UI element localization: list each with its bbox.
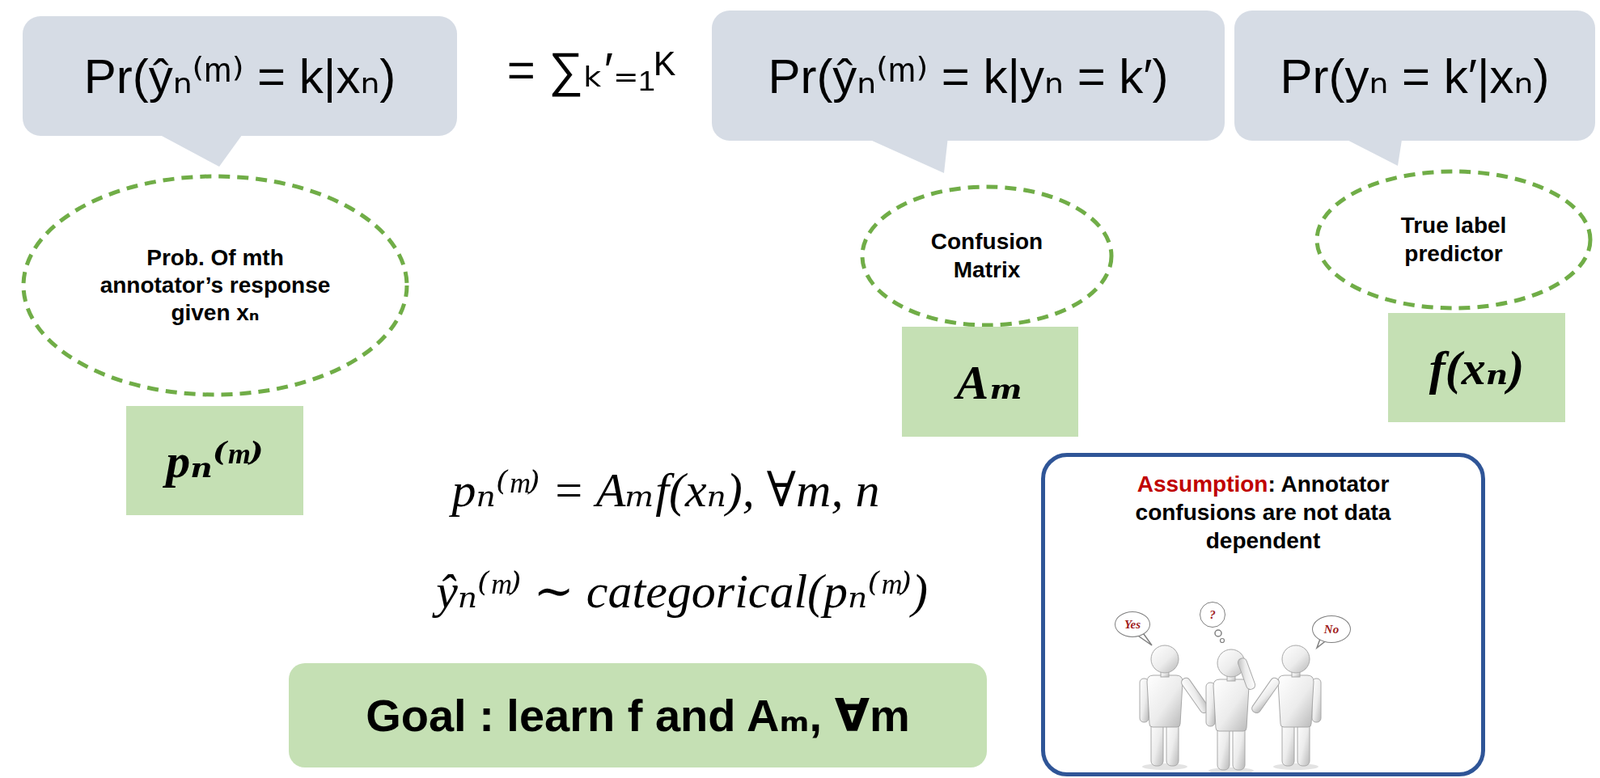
dashed-ellipse: True label predictor xyxy=(1313,168,1594,312)
model-equation: pₙ⁽ᵐ⁾ = Aₘf(xₙ), ∀m, n xyxy=(452,461,881,519)
text-group: ? xyxy=(1209,607,1216,623)
illustration-part xyxy=(1142,645,1188,771)
thought-dot xyxy=(1220,639,1225,644)
text-group: No xyxy=(1324,622,1339,638)
text-group: Pr(yₙ = k′|xₙ) xyxy=(1280,47,1550,105)
ellipse-caption: Confusion Matrix xyxy=(931,228,1043,282)
dashed-ellipse-outline xyxy=(1313,168,1594,312)
text-group: Confusion Matrix xyxy=(910,228,1064,284)
text-group: f(xₙ) xyxy=(1429,338,1524,397)
symbol-text: Aₘ xyxy=(956,355,1025,410)
person-figure xyxy=(1206,649,1257,775)
text-group: pₙ⁽ᵐ⁾ xyxy=(165,431,263,490)
formula-text: Pr(ŷₙ⁽ᵐ⁾ = k|xₙ) xyxy=(84,49,397,104)
text-group: Pr(ŷₙ⁽ᵐ⁾ = k|xₙ) xyxy=(84,47,397,105)
ellipse-caption: True label predictor xyxy=(1401,212,1507,266)
symbol-box: f(xₙ) xyxy=(1388,313,1566,423)
text-group: Goal : learn f and Aₘ, ∀m xyxy=(365,689,911,742)
sampling-equation: ŷₙ⁽ᵐ⁾ ∼ categorical(pₙ⁽ᵐ⁾) xyxy=(435,562,928,620)
speech-text: No xyxy=(1324,622,1339,636)
formula-bubble: Pr(ŷₙ⁽ᵐ⁾ = k|yₙ = k′) xyxy=(711,10,1225,141)
dashed-ellipse-line xyxy=(23,176,407,395)
symbol-box: Aₘ xyxy=(901,326,1079,437)
illustration-part xyxy=(1236,656,1257,690)
symbol-text: f(xₙ) xyxy=(1429,341,1524,395)
dashed-ellipse-outline xyxy=(859,183,1115,329)
formula-text: Pr(ŷₙ⁽ᵐ⁾ = k|yₙ = k′) xyxy=(767,49,1169,104)
ellipse-caption: Prob. Of mth annotator’s response given … xyxy=(100,245,331,326)
sum-operator: = ∑ₖ′₌₁ᴷ xyxy=(507,41,677,98)
dashed-ellipse-line xyxy=(1316,171,1591,309)
speech-text: ? xyxy=(1209,608,1216,622)
illustration-part xyxy=(1250,676,1282,715)
assumption-text: Assumption xyxy=(1137,471,1269,497)
text-group: Aₘ xyxy=(956,353,1025,411)
dashed-ellipse: Confusion Matrix xyxy=(859,183,1115,329)
illustration-part xyxy=(1273,645,1319,771)
speech-bubble: No xyxy=(1312,615,1351,644)
speech-bubble: Yes xyxy=(1114,611,1151,638)
formula-bubble: Pr(ŷₙ⁽ᵐ⁾ = k|xₙ) xyxy=(22,16,458,136)
formula-text: Pr(yₙ = k′|xₙ) xyxy=(1280,49,1550,104)
symbol-box: pₙ⁽ᵐ⁾ xyxy=(126,406,304,516)
text-group: Yes xyxy=(1124,617,1141,633)
person-figure xyxy=(1250,645,1321,771)
symbol-text: pₙ⁽ᵐ⁾ xyxy=(165,434,263,488)
person-figure xyxy=(1139,645,1211,771)
speech-text: Yes xyxy=(1124,617,1141,631)
text-group: Prob. Of mth annotator’s response given … xyxy=(93,244,337,327)
text-group: Assumption: Annotator confusions are not… xyxy=(1089,469,1438,555)
thought-dot xyxy=(1214,630,1222,637)
assumption-panel: Assumption: Annotator confusions are not… xyxy=(1041,452,1486,777)
text-group: True label predictor xyxy=(1368,211,1539,267)
text-group: Pr(ŷₙ⁽ᵐ⁾ = k|yₙ = k′) xyxy=(767,47,1169,105)
goal-box: Goal : learn f and Aₘ, ∀m xyxy=(288,663,987,768)
dashed-ellipse: Prob. Of mth annotator’s response given … xyxy=(20,173,411,398)
formula-bubble: Pr(yₙ = k′|xₙ) xyxy=(1234,10,1596,141)
speech-bubble: ? xyxy=(1199,601,1226,628)
dashed-ellipse-line xyxy=(862,186,1112,326)
goal-text: Goal : learn f and Aₘ, ∀m xyxy=(365,689,911,741)
